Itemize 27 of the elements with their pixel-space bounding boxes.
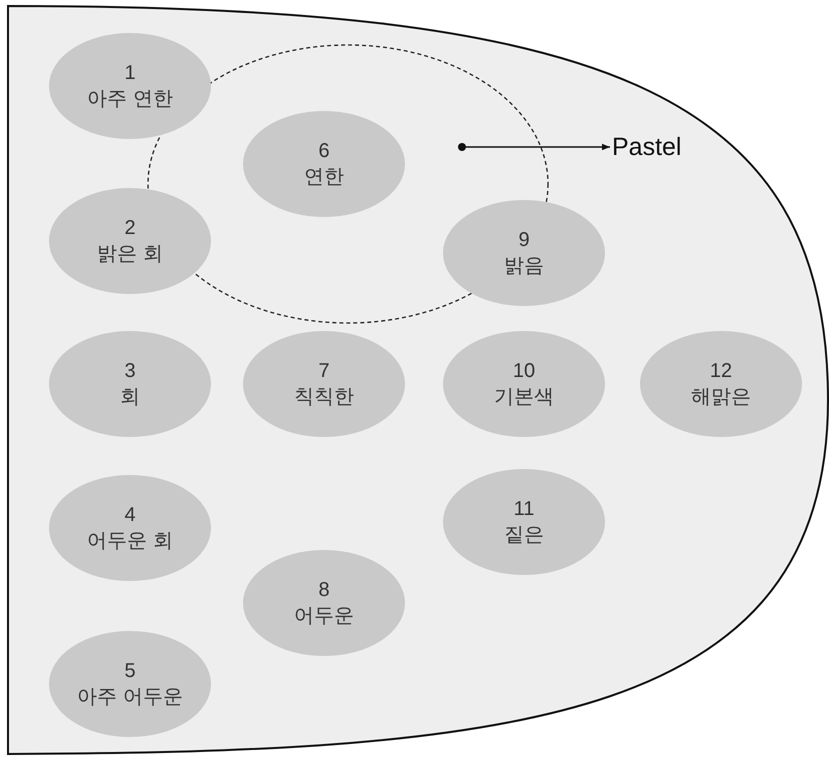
tone-number: 7 (318, 359, 330, 384)
dot (458, 143, 466, 151)
tone-number: 1 (124, 61, 136, 86)
tone-number: 4 (124, 503, 136, 528)
tone-name: 아주 연한 (87, 87, 173, 112)
arrow (466, 144, 610, 150)
tone-name: 칙칙한 (294, 385, 354, 410)
tone-name: 연한 (304, 165, 344, 190)
tone-number: 3 (124, 359, 136, 384)
tone-name: 밝은 회 (97, 242, 163, 267)
tone-number: 10 (512, 359, 536, 384)
tone-name: 회 (120, 385, 140, 410)
label-text: Pastel (612, 132, 704, 162)
tone-number: 6 (318, 139, 330, 164)
tone-name: 짙은 (504, 523, 544, 548)
tone-number: 11 (514, 497, 534, 522)
tone-name: 어두운 회 (87, 529, 173, 554)
tone-name: 아주 어두운 (77, 685, 183, 710)
tone-name: 해맑은 (691, 385, 751, 410)
tone-name: 어두운 (294, 604, 354, 629)
tone-number: 5 (124, 659, 136, 684)
tone-name: 기본색 (494, 385, 554, 410)
tone-number: 12 (710, 359, 732, 384)
tone-number: 9 (518, 228, 530, 253)
tone-number: 8 (318, 578, 330, 603)
tone-number: 2 (124, 216, 136, 241)
tone-name: 밝음 (504, 254, 544, 279)
